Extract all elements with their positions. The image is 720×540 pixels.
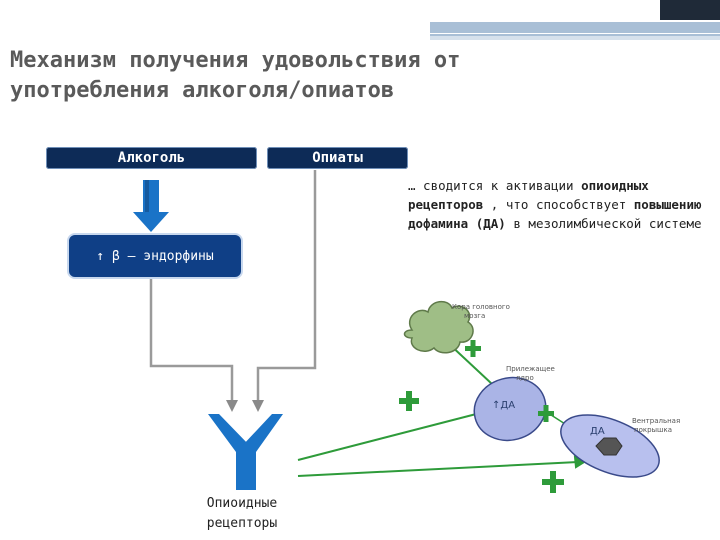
vta-da-label: ДА	[590, 426, 605, 437]
vta-label-line2: покрышка	[634, 426, 672, 434]
vta-label-line1: Вентральная	[632, 417, 680, 425]
plus-icon	[538, 405, 554, 422]
cortex-label-line2: мозга	[464, 312, 485, 320]
connector-arrowheads	[226, 400, 264, 412]
description-prefix: … сводится к активации	[408, 178, 582, 193]
green-arrow-accumbens	[297, 404, 493, 461]
accumbens-da-label: ↑ДА	[492, 400, 515, 411]
decor-bar-lighter	[430, 36, 720, 40]
nucleus-accumbens-region	[473, 376, 547, 442]
vta-region	[560, 414, 660, 478]
green-arrow-vta	[297, 455, 586, 477]
decor-bar-light	[430, 22, 720, 36]
description-bold-dopamine: повышению дофамина (ДА)	[408, 197, 702, 231]
plus-icon	[399, 391, 419, 411]
description-suffix: в мезолимбической системе	[505, 216, 702, 231]
endorphins-label: ↑ β – эндорфины	[96, 248, 214, 264]
receptor-label-line1: Опиоидные	[206, 496, 278, 511]
down-arrow-icon	[133, 180, 169, 232]
alcohol-box: Алкоголь	[46, 147, 257, 169]
description-mid: , что способствует	[483, 197, 634, 212]
mechanism-description: … сводится к активации опиоидных рецепто…	[408, 176, 708, 233]
decor-bar-white-line	[430, 33, 720, 34]
receptor-label-line2: рецепторы	[206, 516, 278, 531]
opiates-box: Опиаты	[267, 147, 408, 169]
accumbens-label-line1: Прилежащее	[506, 365, 555, 373]
slide-title: Механизм получения удовольствия от употр…	[10, 48, 461, 103]
endorphins-box: ↑ β – эндорфины	[67, 233, 243, 279]
description-bold-receptors: опиоидных рецепторов	[408, 178, 649, 212]
receptor-label: Опиоидные рецепторы	[172, 494, 312, 534]
plus-icon	[465, 340, 481, 357]
accumbens-label-line2: ядро	[516, 374, 534, 382]
connector-lines	[149, 170, 317, 400]
plus-icon	[542, 471, 564, 493]
opioid-receptor-icon	[208, 414, 283, 490]
decor-bar-dark	[660, 0, 720, 20]
cortex-label-line1: Кора головного	[452, 303, 510, 311]
cortex-cloud-icon	[403, 300, 474, 354]
